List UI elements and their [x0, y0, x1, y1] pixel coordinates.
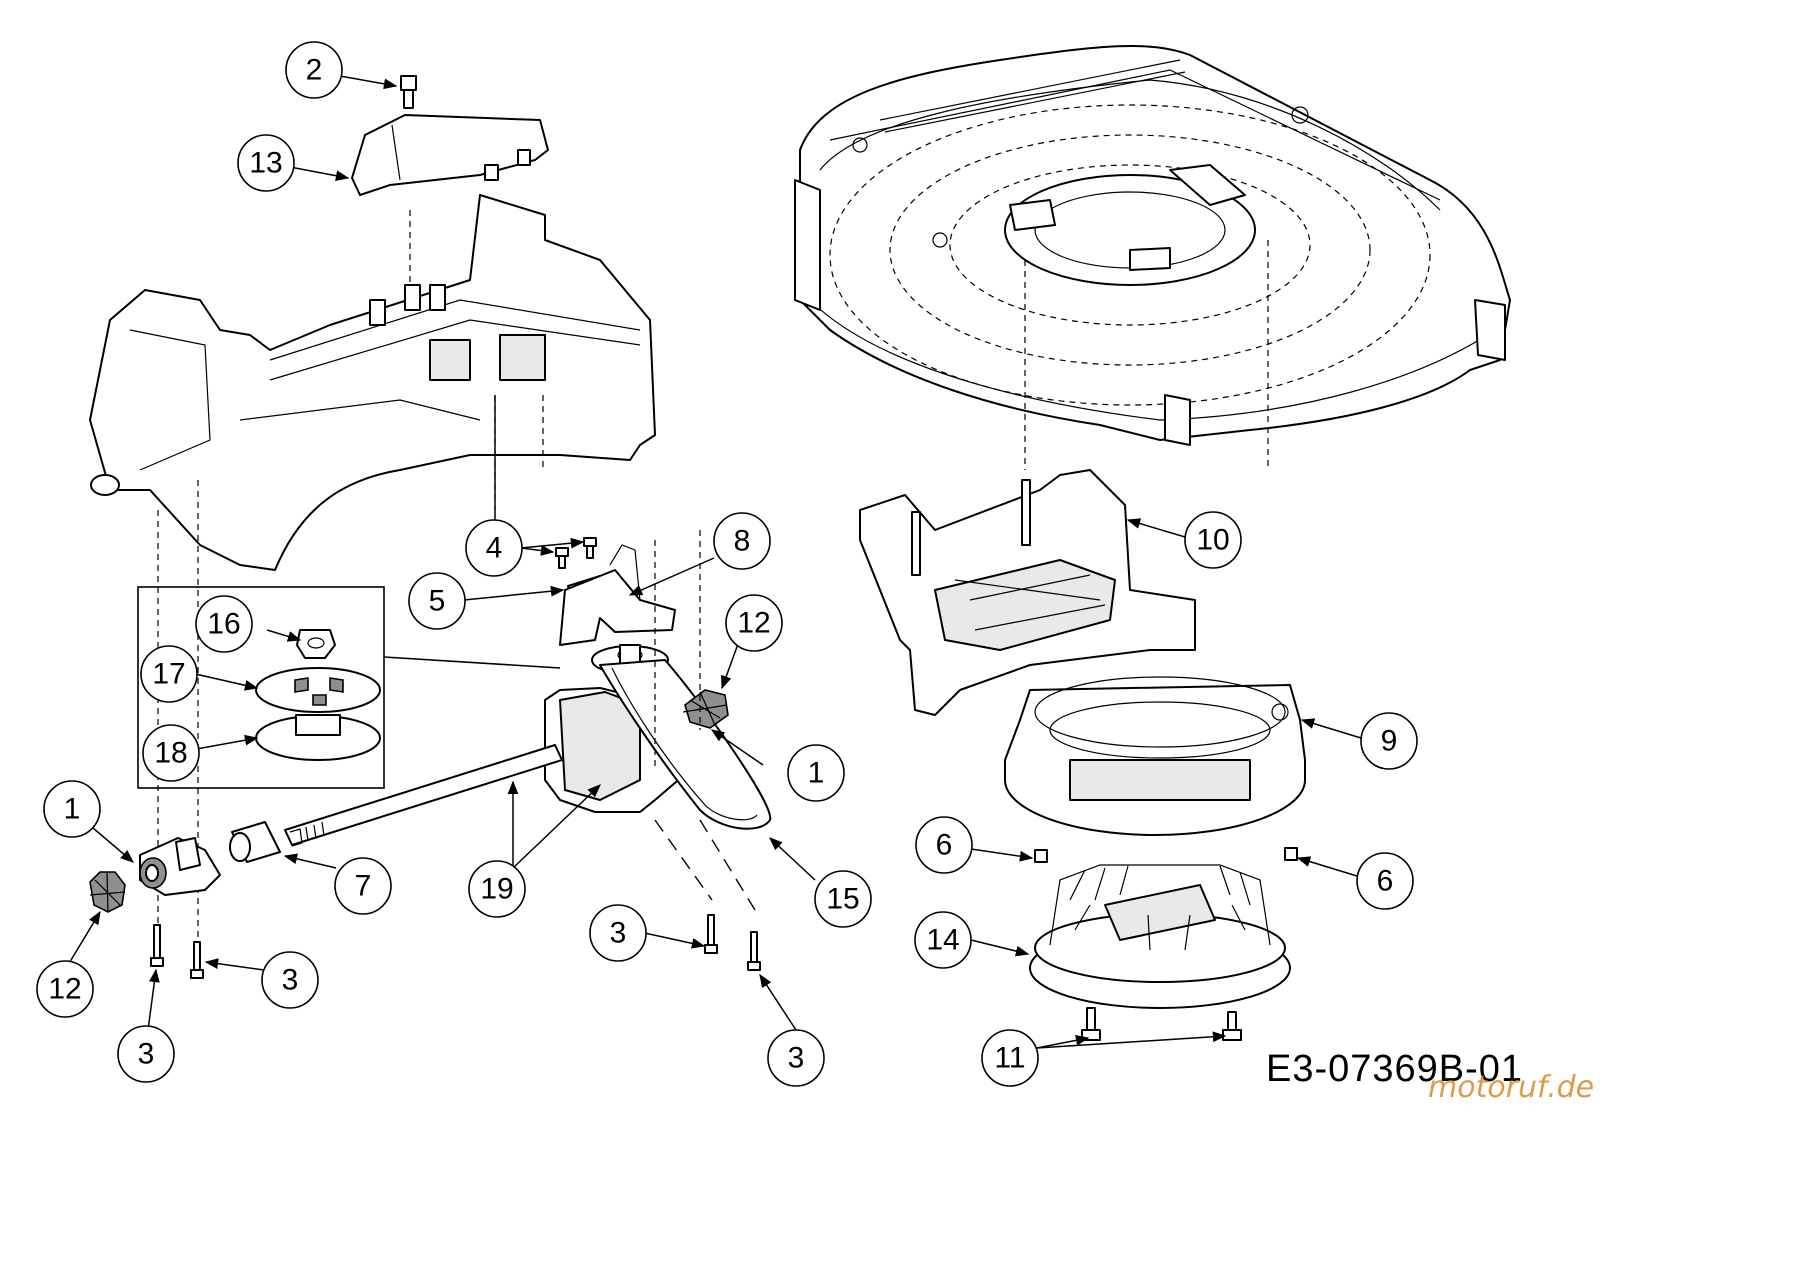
callout-number: 19 [480, 873, 513, 906]
callout-bubble: 13 [237, 134, 295, 192]
parts-diagram: 1 1 2 3 3 3 3 10 4 5 6 6 7 8 9 11 12 12 … [36, 41, 1594, 1105]
drive-axle [284, 744, 563, 847]
callout-bubble: 1 [787, 744, 845, 802]
callout-bubble: 3 [261, 951, 319, 1009]
callout-bubble: 19 [468, 860, 526, 918]
pinion-gear-left [89, 871, 126, 913]
blade-adapter [859, 469, 1196, 716]
callout-bubble: 3 [767, 1029, 825, 1087]
callout-number: 1 [64, 793, 81, 826]
callout-number: 12 [48, 973, 81, 1006]
bolt [400, 75, 417, 109]
shoulder-bolts [150, 914, 761, 979]
callout-number: 9 [1381, 725, 1398, 758]
fan-hub [1029, 864, 1291, 1009]
callout-bubble: 16 [195, 595, 253, 653]
callout-number: 5 [429, 585, 446, 618]
callout-bubble: 3 [117, 1025, 175, 1083]
callout-number: 7 [355, 870, 372, 903]
deck-housing [794, 44, 1511, 446]
callout-number: 3 [282, 964, 299, 997]
callout-bubble: 5 [408, 572, 466, 630]
callout-bubble: 12 [36, 960, 94, 1018]
callouts: 1 1 2 3 3 3 3 10 4 5 6 6 7 8 9 11 12 12 … [36, 41, 1418, 1087]
callout-number: 1 [808, 757, 825, 790]
callout-bubble: 1 [43, 780, 101, 838]
callout-bubble: 3 [589, 904, 647, 962]
leader-lines [67, 75, 1362, 1049]
exploded-view: 1 1 2 3 3 3 3 10 4 5 6 6 7 8 9 11 12 12 … [36, 41, 1511, 1087]
bolts-4 [555, 537, 597, 569]
callout-number: 2 [306, 54, 323, 87]
watermark: motoruf.de [1428, 1070, 1595, 1105]
callout-bubble: 12 [725, 594, 783, 652]
callout-bubble: 2 [285, 41, 343, 99]
cover [351, 114, 549, 196]
bearing [139, 837, 221, 896]
callout-number: 4 [486, 532, 503, 565]
callout-bubble: 6 [915, 816, 973, 874]
callout-number: 14 [926, 924, 959, 957]
callout-bubble: 18 [142, 724, 200, 782]
spacer-ring [1004, 676, 1306, 836]
callout-number: 18 [154, 737, 187, 770]
callout-number: 15 [826, 883, 859, 916]
callout-number: 13 [249, 147, 282, 180]
callout-bubble: 7 [334, 857, 392, 915]
callout-number: 8 [734, 525, 751, 558]
axle-sleeve [229, 821, 281, 863]
bracket [559, 544, 676, 646]
callout-bubble: 17 [140, 645, 198, 703]
pulley-kit [137, 586, 385, 789]
callout-bubble: 6 [1356, 852, 1414, 910]
drive-housing [89, 194, 656, 571]
callout-number: 12 [737, 607, 770, 640]
callout-bubble: 14 [914, 911, 972, 969]
callout-bubble: 9 [1360, 712, 1418, 770]
callout-number: 3 [788, 1042, 805, 1075]
callout-number: 10 [1196, 524, 1229, 557]
callout-bubble: 8 [713, 512, 771, 570]
callout-bubble: 10 [1184, 511, 1242, 569]
callout-bubble: 4 [465, 519, 523, 577]
pinion-gear-right [682, 689, 729, 729]
callout-number: 6 [936, 829, 953, 862]
drawing-code: E3-07369B-01 [1266, 1048, 1524, 1090]
callout-number: 16 [207, 608, 240, 641]
callout-number: 17 [152, 658, 185, 691]
callout-number: 3 [138, 1038, 155, 1071]
callout-bubble: 15 [814, 870, 872, 928]
callout-number: 6 [1377, 865, 1394, 898]
callout-bubble: 11 [981, 1029, 1039, 1087]
callout-number: 3 [610, 917, 627, 950]
callout-number: 11 [994, 1042, 1025, 1075]
